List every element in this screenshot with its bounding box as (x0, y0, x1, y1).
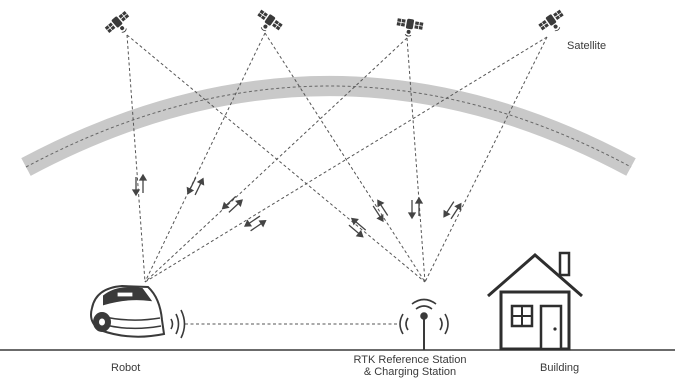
antenna-icon (399, 298, 449, 350)
satellite-icon (536, 7, 570, 38)
robot-mower-icon (90, 284, 166, 338)
signal-waves-icon (170, 309, 186, 339)
atmosphere-centerline (25, 85, 632, 168)
rtk-station-label: RTK Reference Station & Charging Station (345, 354, 475, 378)
building-label: Building (540, 362, 580, 374)
house-icon (487, 251, 583, 351)
satellite-icon (251, 7, 285, 38)
signal-paths (126, 32, 548, 325)
satellite-label: Satellite (567, 40, 607, 52)
satellite-icon (103, 9, 136, 41)
rtk-station-label-line1: RTK Reference Station (353, 354, 467, 366)
atmosphere-band (21, 76, 636, 176)
robot-label: Robot (111, 362, 141, 374)
satellite-icon (394, 16, 425, 39)
rtk-station-label-line2: & Charging Station (363, 366, 457, 378)
signal-arrows (131, 173, 462, 238)
